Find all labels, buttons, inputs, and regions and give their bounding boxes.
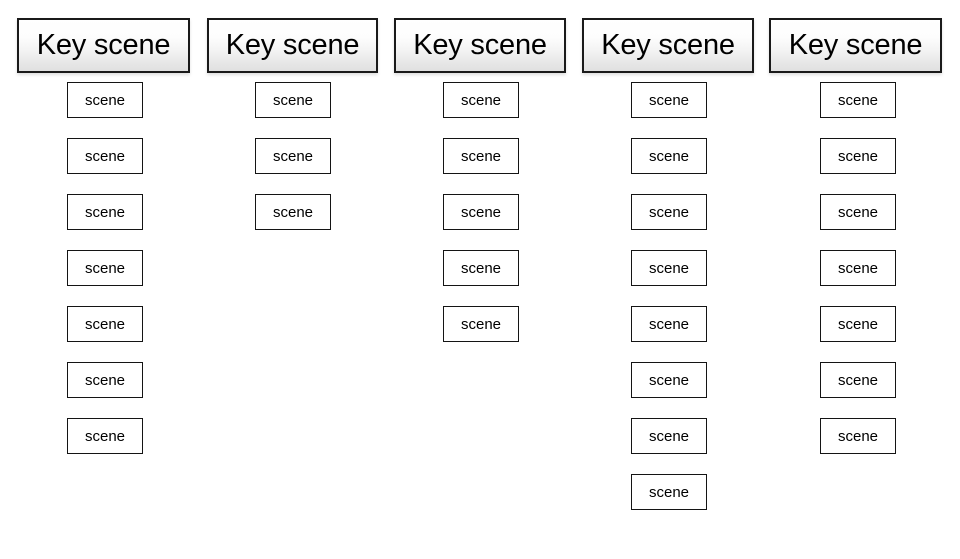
- key-scene-box-1[interactable]: Key scene: [17, 18, 190, 73]
- key-scene-box-5[interactable]: Key scene: [769, 18, 942, 73]
- scene-label: scene: [272, 147, 314, 165]
- scene-label: scene: [648, 203, 690, 221]
- key-scene-box-2[interactable]: Key scene: [207, 18, 378, 73]
- scene-label: scene: [837, 315, 879, 333]
- scene-box[interactable]: scene: [631, 306, 707, 342]
- scene-box[interactable]: scene: [67, 418, 143, 454]
- scene-label: scene: [84, 371, 126, 389]
- scene-label: scene: [460, 147, 502, 165]
- scene-label: scene: [272, 203, 314, 221]
- key-scene-label: Key scene: [788, 29, 923, 61]
- scene-box[interactable]: scene: [631, 474, 707, 510]
- scene-box[interactable]: scene: [67, 82, 143, 118]
- scene-label: scene: [460, 203, 502, 221]
- scene-label: scene: [837, 259, 879, 277]
- scene-box[interactable]: scene: [820, 250, 896, 286]
- key-scene-label: Key scene: [413, 29, 547, 61]
- scene-box[interactable]: scene: [631, 82, 707, 118]
- key-scene-label: Key scene: [36, 29, 171, 61]
- scene-box[interactable]: scene: [820, 418, 896, 454]
- scene-box[interactable]: scene: [67, 250, 143, 286]
- scene-box[interactable]: scene: [820, 362, 896, 398]
- scene-box[interactable]: scene: [67, 194, 143, 230]
- scene-box[interactable]: scene: [631, 138, 707, 174]
- scene-label: scene: [460, 315, 502, 333]
- scene-box[interactable]: scene: [820, 138, 896, 174]
- scene-label: scene: [84, 259, 126, 277]
- key-scene-label: Key scene: [225, 29, 360, 61]
- scene-box[interactable]: scene: [443, 306, 519, 342]
- scene-box[interactable]: scene: [443, 250, 519, 286]
- scene-label: scene: [84, 315, 126, 333]
- scene-label: scene: [84, 91, 126, 109]
- scene-label: scene: [84, 203, 126, 221]
- scene-label: scene: [84, 147, 126, 165]
- scene-label: scene: [648, 427, 690, 445]
- scene-label: scene: [648, 147, 690, 165]
- scene-box[interactable]: scene: [820, 194, 896, 230]
- key-scene-box-3[interactable]: Key scene: [394, 18, 566, 73]
- scene-label: scene: [648, 371, 690, 389]
- scene-label: scene: [460, 91, 502, 109]
- scene-label: scene: [648, 315, 690, 333]
- scene-box[interactable]: scene: [631, 250, 707, 286]
- scene-box[interactable]: scene: [820, 306, 896, 342]
- scene-label: scene: [837, 147, 879, 165]
- scene-box[interactable]: scene: [631, 362, 707, 398]
- scene-box[interactable]: scene: [67, 306, 143, 342]
- scene-label: scene: [648, 259, 690, 277]
- scene-box[interactable]: scene: [631, 418, 707, 454]
- scene-label: scene: [460, 259, 502, 277]
- key-scene-label: Key scene: [601, 29, 735, 61]
- scene-box[interactable]: scene: [255, 82, 331, 118]
- key-scene-box-4[interactable]: Key scene: [582, 18, 754, 73]
- scene-label: scene: [837, 203, 879, 221]
- scene-label: scene: [837, 91, 879, 109]
- key-scene-header-row: Key scene Key scene Key scene Key scene Key …: [0, 18, 960, 74]
- scene-box[interactable]: scene: [443, 138, 519, 174]
- scene-label: scene: [84, 427, 126, 445]
- scene-box[interactable]: scene: [820, 82, 896, 118]
- scene-label: scene: [648, 91, 690, 109]
- scene-box[interactable]: scene: [67, 362, 143, 398]
- scene-box[interactable]: scene: [67, 138, 143, 174]
- scene-box[interactable]: scene: [631, 194, 707, 230]
- scene-box[interactable]: scene: [443, 82, 519, 118]
- scene-label: scene: [272, 91, 314, 109]
- scene-box[interactable]: scene: [443, 194, 519, 230]
- scene-box[interactable]: scene: [255, 194, 331, 230]
- scene-label: scene: [648, 483, 690, 501]
- scene-box[interactable]: scene: [255, 138, 331, 174]
- scene-label: scene: [837, 427, 879, 445]
- scene-label: scene: [837, 371, 879, 389]
